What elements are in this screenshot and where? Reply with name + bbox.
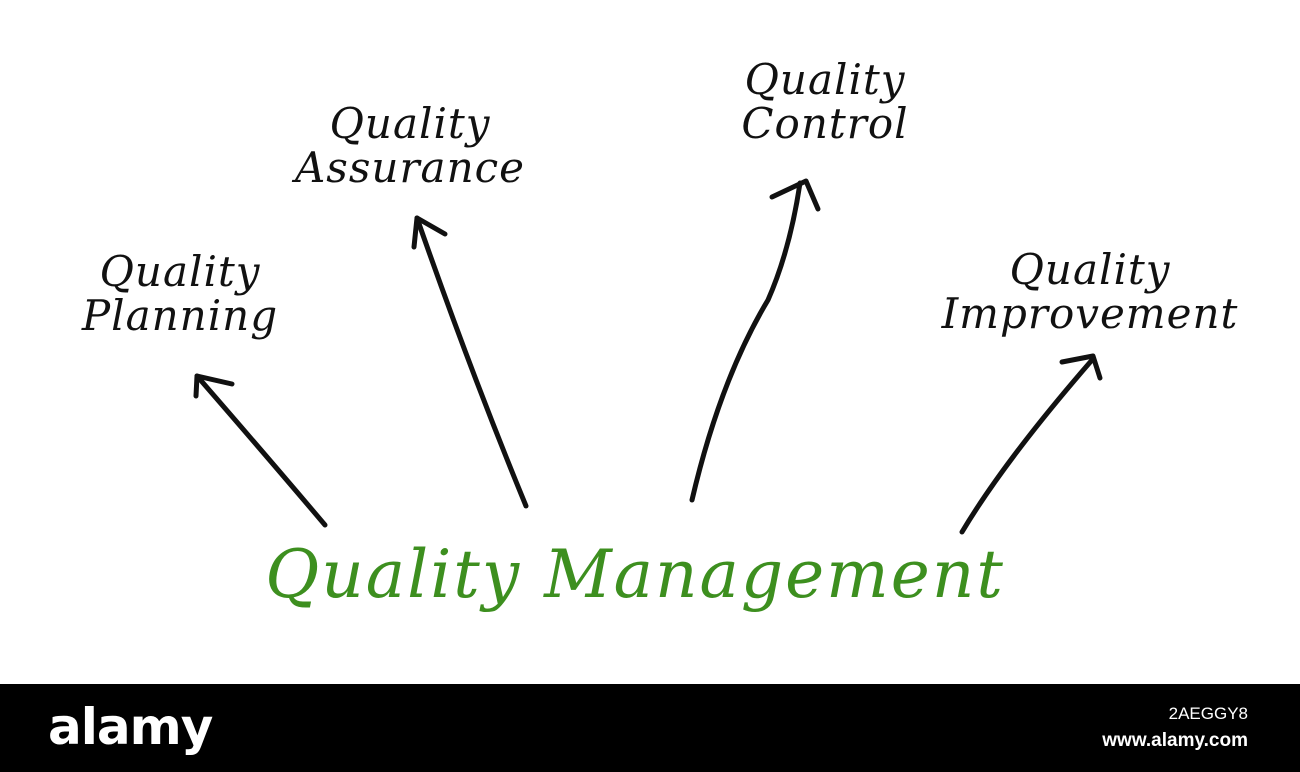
arrow-shaft-control <box>689 180 803 503</box>
node-quality-planning: Quality Planning <box>40 247 320 341</box>
node-improvement-line2: Improvement <box>941 289 1239 339</box>
node-assurance-line1: Quality <box>329 99 491 148</box>
arrow-shaft-improvement <box>959 357 1095 535</box>
diagram-area: Quality Planning Quality Assurance Quali… <box>40 55 1275 613</box>
node-quality-control: Quality Control <box>705 55 945 149</box>
node-improvement-line1: Quality <box>1009 245 1171 294</box>
arrows-layer <box>193 178 1103 535</box>
arrow-to-control <box>689 178 821 503</box>
node-planning-line2: Planning <box>81 291 279 341</box>
arrow-head-control <box>769 178 821 212</box>
alamy-logo: alamy <box>48 698 213 756</box>
node-control-line1: Quality <box>744 55 906 104</box>
arrow-shaft-planning <box>194 373 328 528</box>
node-control-line2: Control <box>741 99 909 149</box>
arrow-head-improvement <box>1059 353 1103 381</box>
arrow-to-planning <box>193 373 328 528</box>
image-id-label: 2AEGGY8 <box>1168 704 1248 723</box>
arrow-to-assurance <box>411 215 529 509</box>
node-quality-improvement: Quality Improvement <box>905 245 1275 339</box>
site-url-label: www.alamy.com <box>1102 730 1248 751</box>
arrow-to-improvement <box>959 353 1103 535</box>
node-planning-line1: Quality <box>99 247 261 296</box>
node-assurance-line2: Assurance <box>294 143 526 193</box>
central-title-quality-management: Quality Management <box>265 536 1005 613</box>
node-quality-assurance: Quality Assurance <box>265 99 555 193</box>
arrow-shaft-assurance <box>414 215 529 509</box>
arrow-head-planning <box>193 373 235 399</box>
watermark-footer-bar: alamy 2AEGGY8 www.alamy.com <box>0 684 1300 772</box>
arrow-head-assurance <box>411 215 448 250</box>
